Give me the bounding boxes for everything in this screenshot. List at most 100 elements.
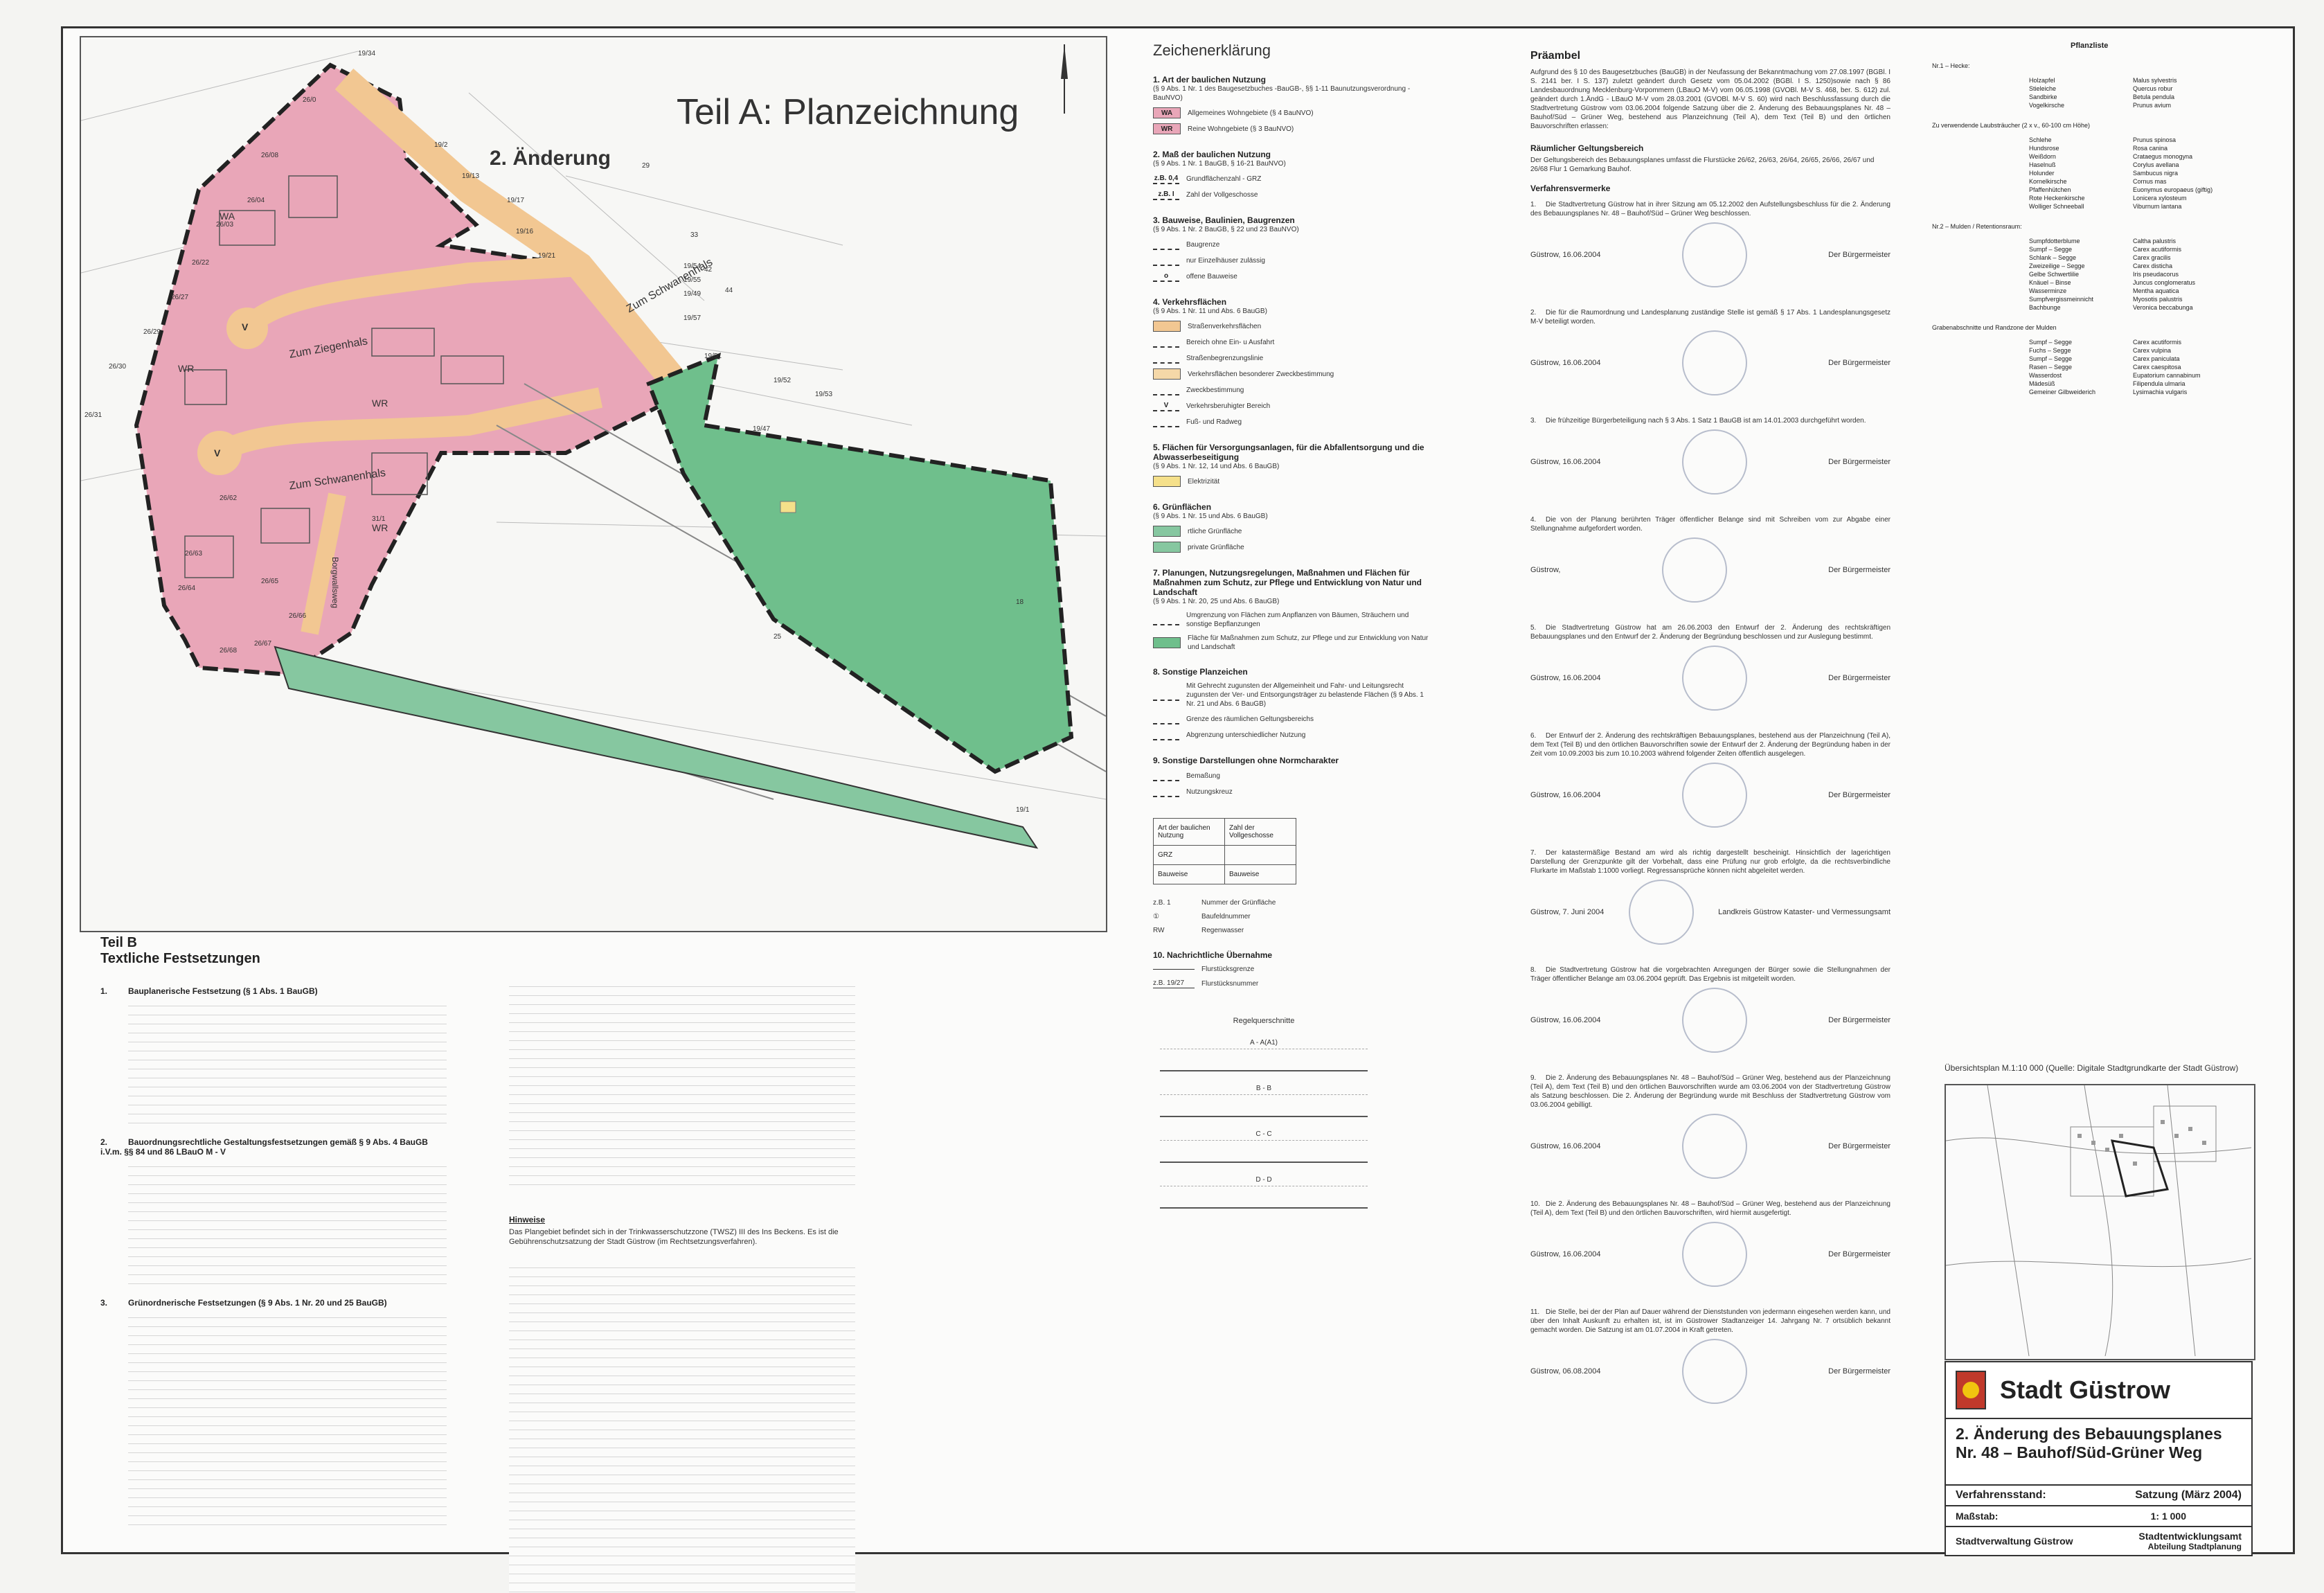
- plant-common-name: Rote Heckenkirsche: [2029, 195, 2085, 202]
- legend-swatch: [1153, 416, 1179, 427]
- nutzungskreuz-cell: Bauweise: [1153, 864, 1225, 884]
- legend-section-heading: 1. Art der baulichen Nutzung: [1153, 75, 1266, 84]
- parcel-label: 19/34: [358, 50, 376, 57]
- procedure-signature: Güstrow,Der Bürgermeister: [1530, 537, 1891, 603]
- procedure-step: 11.Die Stelle, bei der der Plan auf Daue…: [1530, 1308, 1891, 1404]
- legend-code: z.B. I: [1158, 190, 1174, 198]
- parcel-label: 44: [725, 287, 733, 294]
- plant-latin-name: Quercus robur: [2133, 85, 2173, 92]
- procedure-signer: Der Bürgermeister: [1828, 1367, 1891, 1376]
- legend-section-note: (§ 9 Abs. 1 Nr. 11 und Abs. 6 BauGB): [1153, 308, 1267, 315]
- hinweise-text: Das Plangebiet befindet sich in der Trin…: [509, 1228, 839, 1246]
- procedure-body: Der Entwurf der 2. Änderung des rechtskr…: [1530, 732, 1891, 758]
- teil-b-title: Teil B: [100, 935, 137, 950]
- legend-label: Verkehrsflächen besonderer Zweckbestimmu…: [1188, 370, 1334, 378]
- plant-latin-name: Caltha palustris: [2133, 238, 2176, 244]
- plant-latin-name: Crataegus monogyna: [2133, 153, 2193, 160]
- nutzungskreuz-cell: Zahl der Vollgeschosse: [1224, 818, 1296, 846]
- parcel-label: 18: [1016, 598, 1024, 606]
- plant-latin-name: Carex acutiformis: [2133, 246, 2182, 253]
- plant-group-heading: Grabenabschnitte und Randzone der Mulden: [1932, 324, 2057, 331]
- cross-section-drawing: [1160, 1094, 1368, 1117]
- legend-section-heading: 2. Maß der baulichen Nutzung: [1153, 150, 1271, 159]
- teil-b-subtitle: Textliche Festsetzungen: [100, 951, 260, 966]
- zone-label: WR: [372, 398, 388, 409]
- official-seal-icon: [1681, 763, 1747, 828]
- official-seal-icon: [1628, 880, 1694, 945]
- plant-latin-name: Juncus conglomeratus: [2133, 279, 2196, 286]
- teil-b-section: 3.Grünordnerische Festsetzungen (§ 9 Abs…: [100, 1298, 447, 1308]
- legend-label: Elektrizität: [1188, 477, 1220, 486]
- plant-latin-name: Carex gracilis: [2133, 254, 2171, 261]
- legend-section-note: (§ 9 Abs. 1 Nr. 1 BauGB, § 16-21 BauNVO): [1153, 160, 1286, 168]
- plan-map-svg: [81, 44, 1106, 849]
- procedure-body: Die von der Planung berührten Träger öff…: [1530, 516, 1891, 533]
- official-seal-icon: [1681, 1222, 1747, 1287]
- nutzungskreuz-cell: Art der baulichen Nutzung: [1153, 818, 1225, 846]
- plant-latin-name: Mentha aquatica: [2133, 287, 2179, 294]
- plant-common-name: Schlank – Segge: [2029, 254, 2077, 261]
- plant-row: Schlank – Segge Carex gracilis: [1932, 253, 2244, 262]
- plant-latin-name: Myosotis palustris: [2133, 296, 2183, 303]
- parcel-label: 19/21: [538, 252, 556, 260]
- teil-b-section: 1.Bauplanerische Festsetzung (§ 1 Abs. 1…: [100, 986, 447, 996]
- plant-list-title: Pflanzliste: [2071, 42, 2109, 50]
- legend-swatch: [1153, 786, 1179, 797]
- procedure-signer: Der Bürgermeister: [1828, 1142, 1891, 1150]
- procedure-date: Güstrow, 16.06.2004: [1530, 674, 1601, 682]
- legend-code: z.B. 1: [1153, 899, 1171, 907]
- plant-common-name: Gelbe Schwertlilie: [2029, 271, 2080, 278]
- city-name: Stadt Güstrow: [2000, 1376, 2171, 1404]
- legend-label: offene Bauweise: [1186, 272, 1237, 281]
- status-value: Satzung (März 2004): [2135, 1489, 2242, 1501]
- procedure-step: 3.Die frühzeitige Bürgerbeteiligung nach…: [1530, 416, 1891, 495]
- procedure-num: 10.: [1530, 1200, 1540, 1208]
- procedure-signer: Landkreis Güstrow Kataster- und Vermessu…: [1718, 908, 1891, 916]
- overview-map: [1945, 1084, 2255, 1360]
- title-block: Stadt Güstrow 2. Änderung des Bebauungsp…: [1945, 1361, 2253, 1574]
- procedure-signer: Der Bürgermeister: [1828, 791, 1891, 799]
- plant-latin-name: Prunus spinosa: [2133, 136, 2176, 143]
- legend-swatch: [1153, 729, 1179, 740]
- legend-section-heading: 7. Planungen, Nutzungsregelungen, Maßnah…: [1153, 568, 1422, 597]
- procedure-signer: Der Bürgermeister: [1828, 674, 1891, 682]
- procedure-step: 1.Die Stadtvertretung Güstrow hat in ihr…: [1530, 200, 1891, 287]
- text-block: [509, 1261, 855, 1593]
- legend-label: Baufeldnummer: [1201, 913, 1251, 920]
- plant-group-heading: Zu verwendende Laubsträucher (2 x v., 60…: [1932, 122, 2090, 129]
- official-seal-icon: [1681, 222, 1747, 287]
- procedure-body: Die Stadtvertretung Güstrow hat am 26.06…: [1530, 624, 1891, 641]
- praeambel-title: Präambel: [1530, 50, 1581, 62]
- official-seal-icon: [1681, 1339, 1747, 1404]
- cross-section-label: D - D: [1255, 1176, 1272, 1184]
- legend-label: nur Einzelhäuser zulässig: [1186, 256, 1265, 265]
- legend-label: Straßenbegrenzungslinie: [1186, 354, 1264, 362]
- procedure-signer: Der Bürgermeister: [1828, 251, 1891, 259]
- legend-label: Nummer der Grünfläche: [1201, 899, 1276, 907]
- legend-item: private Grünfläche: [1153, 542, 1430, 553]
- legend-label: Zweckbestimmung: [1186, 386, 1244, 394]
- plant-common-name: Wolliger Schneeball: [2029, 203, 2084, 210]
- procedure-num: 3.: [1530, 417, 1537, 425]
- legend-label: Reine Wohngebiete (§ 3 BauNVO): [1188, 125, 1294, 133]
- plan-drawing: Teil A: Planzeichnung 2. Änderung Zum Zi…: [80, 36, 1107, 932]
- legend-item: Elektrizität: [1153, 476, 1430, 487]
- plant-latin-name: Carex acutiformis: [2133, 339, 2182, 346]
- parcel-label: 19/55: [683, 276, 701, 284]
- overview-map-svg: [1945, 1085, 2252, 1357]
